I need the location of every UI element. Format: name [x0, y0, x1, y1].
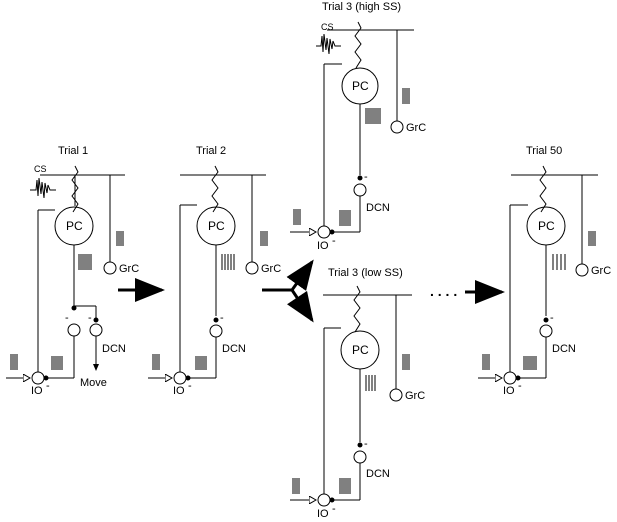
svg-text:IO: IO — [317, 240, 329, 252]
svg-text:GrC: GrC — [406, 122, 426, 134]
dcn-cell — [539, 324, 553, 338]
continuation-dots: . . . . — [430, 283, 457, 299]
panel-trial-2: Trial 2 PC GrC - DCN IO - — [148, 145, 281, 397]
inferior-olive-cell — [503, 371, 517, 385]
inferior-olive-cell — [317, 225, 331, 239]
svg-text:-: - — [550, 312, 554, 324]
dcn-cell — [353, 183, 367, 197]
trial-1-pc-label: PC — [66, 219, 83, 233]
trial-50-title: Trial 50 — [526, 145, 562, 157]
svg-text:-: - — [518, 380, 522, 392]
inferior-olive-cell — [317, 493, 331, 507]
svg-text:PC: PC — [352, 343, 369, 357]
svg-text:DCN: DCN — [366, 202, 390, 214]
grc-spike-raster — [260, 231, 268, 246]
svg-text:IO: IO — [173, 385, 185, 397]
left-input-raster — [292, 478, 300, 494]
panel-trial-1: Trial 1 CS PC GrC - - — [6, 145, 139, 397]
trial-3-high-title: Trial 3 (high SS) — [322, 1, 401, 13]
svg-text:-: - — [65, 312, 69, 324]
inferior-olive-cell — [31, 371, 45, 385]
grc-spike-raster — [402, 354, 410, 370]
left-input-raster — [152, 354, 160, 370]
svg-text:-: - — [88, 312, 92, 324]
svg-text:DCN: DCN — [552, 343, 576, 355]
svg-text:-: - — [188, 380, 192, 392]
io-spike-raster — [523, 356, 537, 370]
svg-text:IO: IO — [503, 385, 515, 397]
panel-trial-50: Trial 50 PC GrC - DCN IO - — [478, 145, 611, 397]
svg-text:IO: IO — [317, 508, 329, 520]
left-input-raster — [482, 354, 490, 370]
pc-spike-raster — [365, 108, 381, 124]
svg-text:PC: PC — [208, 219, 225, 233]
trial-1-grc-label: GrC — [119, 263, 139, 275]
climbing-fiber — [354, 21, 362, 69]
trial-1-move-label: Move — [80, 377, 107, 389]
svg-text:PC: PC — [538, 219, 555, 233]
dcn-cell-right — [89, 323, 103, 337]
pc-spike-raster — [552, 254, 566, 270]
granule-cell — [103, 261, 117, 275]
svg-text:-: - — [46, 380, 50, 392]
grc-spike-raster — [116, 231, 124, 246]
pc-spike-raster — [365, 375, 376, 391]
svg-text:PC: PC — [352, 79, 369, 93]
svg-text:-: - — [332, 503, 336, 515]
branch-arrows — [262, 259, 314, 323]
io-spike-raster — [51, 356, 63, 370]
panel-trial-3-low: Trial 3 (low SS) PC GrC - DCN IO — [290, 267, 425, 520]
io-spike-raster — [339, 210, 351, 226]
svg-text:CS: CS — [321, 22, 334, 32]
dcn-cell-left — [67, 323, 81, 337]
grc-spike-raster — [588, 231, 596, 246]
trial-2-title: Trial 2 — [196, 145, 226, 157]
panel-trial-3-high: Trial 3 (high SS) CS PC GrC - DCN — [290, 1, 426, 252]
svg-text:GrC: GrC — [405, 390, 425, 402]
svg-text:-: - — [332, 235, 336, 247]
trial-3-low-title: Trial 3 (low SS) — [328, 267, 403, 279]
grc-spike-raster — [402, 88, 410, 104]
climbing-fiber — [539, 165, 547, 213]
io-spike-raster — [195, 356, 207, 370]
pc-spike-raster — [221, 254, 235, 270]
granule-cell — [389, 388, 403, 402]
granule-cell — [390, 120, 404, 134]
complex-spike-trace — [316, 33, 341, 55]
granule-cell — [245, 261, 259, 275]
left-input-raster — [10, 354, 18, 370]
trial-1-io-label: IO — [31, 385, 43, 397]
dcn-cell — [209, 324, 223, 338]
granule-cell — [575, 263, 589, 277]
svg-text:GrC: GrC — [261, 263, 281, 275]
svg-text:GrC: GrC — [591, 265, 611, 277]
trial-1-cs-label: CS — [34, 164, 47, 174]
svg-text:-: - — [364, 438, 368, 450]
io-spike-raster — [339, 478, 351, 494]
svg-text:DCN: DCN — [222, 343, 246, 355]
trial-1-dcn-label: DCN — [102, 343, 126, 355]
svg-text:DCN: DCN — [366, 468, 390, 480]
inferior-olive-cell — [173, 371, 187, 385]
svg-text:-: - — [364, 171, 368, 183]
svg-text:-: - — [220, 312, 224, 324]
complex-spike-trace — [30, 177, 56, 199]
pc-spike-raster — [78, 254, 92, 270]
left-input-raster — [293, 209, 301, 225]
climbing-fiber — [353, 285, 361, 333]
climbing-fiber — [71, 165, 79, 213]
climbing-fiber — [211, 165, 219, 213]
dcn-cell — [353, 450, 367, 464]
trial-1-title: Trial 1 — [58, 145, 88, 157]
